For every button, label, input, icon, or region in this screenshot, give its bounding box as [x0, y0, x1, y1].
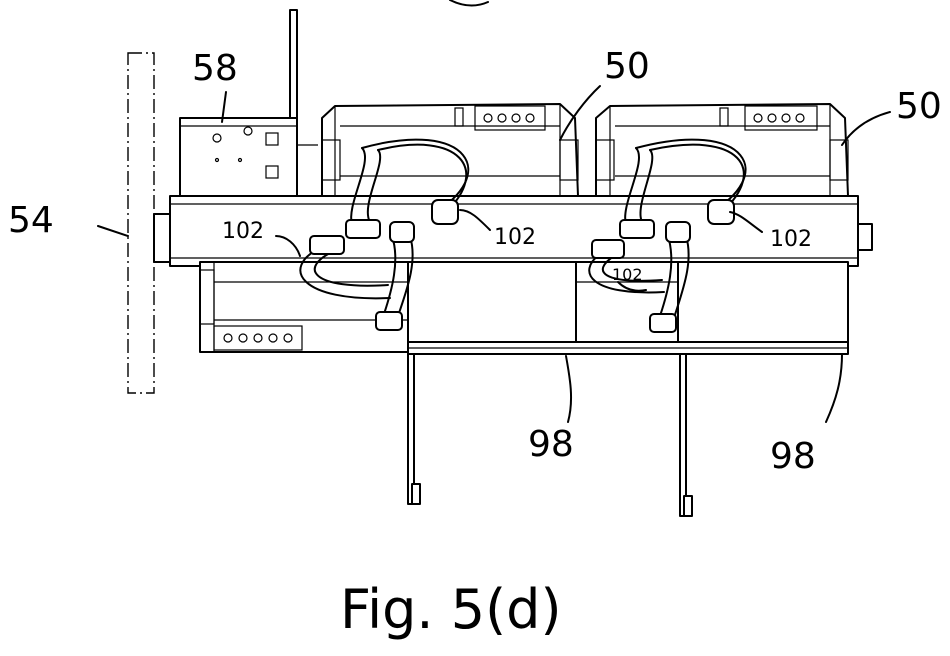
bottom-rail	[407, 341, 849, 355]
leg-98-left	[407, 353, 421, 505]
hose-lower-right	[588, 221, 691, 333]
leader-98-left	[565, 355, 573, 423]
leader-102-d	[617, 281, 647, 292]
ref-102-a: 102	[222, 219, 264, 244]
top-arc-stroke	[449, 0, 489, 7]
vertical-plate-58	[289, 9, 298, 119]
leader-98-right	[825, 353, 843, 423]
ref-102-d: 102	[612, 265, 643, 284]
center-box-right	[677, 261, 849, 343]
center-box-left	[407, 261, 577, 343]
plate-54-outline	[127, 52, 155, 394]
ref-102-c: 102	[770, 227, 812, 252]
leader-102-b	[459, 209, 491, 231]
ref-58: 58	[192, 48, 238, 89]
leader-102-c	[729, 211, 763, 233]
ref-54: 54	[8, 200, 54, 241]
figure-caption: Fig. 5(d)	[340, 578, 562, 641]
ref-50-left: 50	[604, 46, 650, 87]
hose-upper-right	[619, 138, 747, 239]
block-58	[179, 117, 318, 201]
leader-102-a	[275, 235, 301, 257]
leader-58	[221, 91, 227, 123]
hose-lower-left	[299, 221, 415, 331]
hose-upper-left	[345, 138, 470, 239]
leg-98-right	[679, 353, 693, 517]
module-50-right	[595, 103, 849, 197]
ref-98-right: 98	[770, 436, 816, 477]
module-lower-left	[199, 261, 409, 353]
leader-50-right	[841, 111, 891, 146]
main-beam	[153, 195, 873, 267]
ref-98-left: 98	[528, 424, 574, 465]
ref-50-right: 50	[896, 86, 942, 127]
leader-54	[97, 225, 129, 237]
leader-50-left	[559, 85, 601, 141]
ref-102-b: 102	[494, 225, 536, 250]
